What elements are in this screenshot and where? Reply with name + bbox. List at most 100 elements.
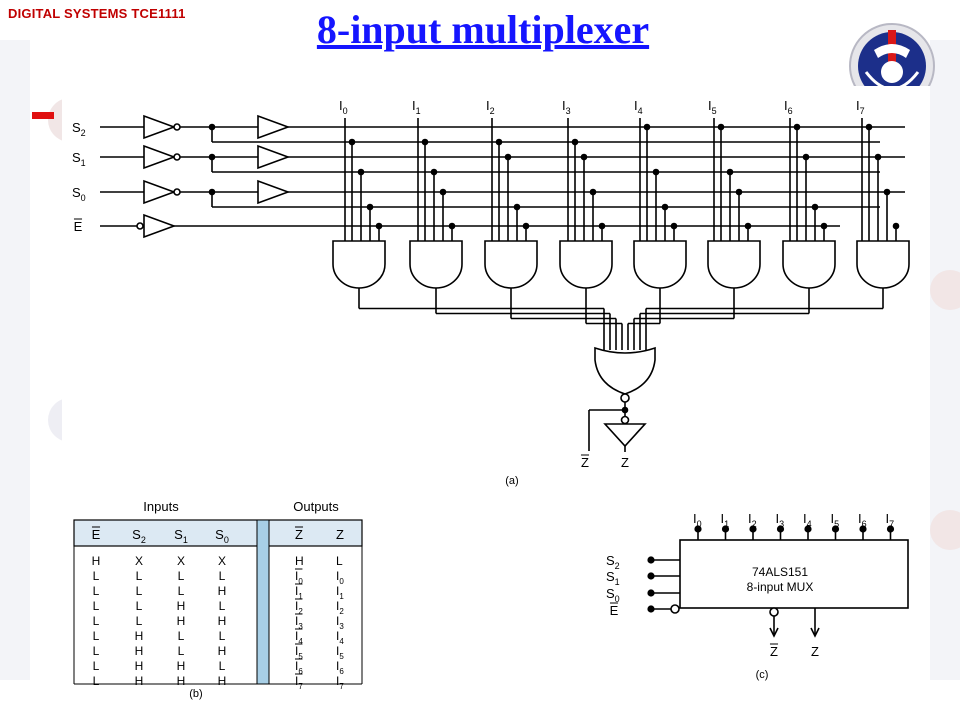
table-cell: X	[218, 554, 226, 568]
junction-dot	[208, 153, 216, 161]
chip-zbar-label: Z	[770, 644, 778, 659]
table-cell: I2	[295, 599, 303, 616]
table-cell: I6	[295, 659, 303, 676]
arrow-down-icon	[810, 627, 820, 638]
select-inverter-bubble	[173, 153, 181, 161]
select-buffer	[257, 144, 291, 170]
decorative-red-dash	[32, 112, 54, 119]
junction-dot	[621, 406, 629, 414]
table-cell: H	[135, 629, 144, 643]
circuit-caption: (a)	[505, 475, 518, 487]
chip-pin-dot	[776, 525, 785, 533]
table-cell: X	[135, 554, 143, 568]
chip-input-label: I7	[886, 511, 895, 529]
chip-caption: (c)	[756, 669, 769, 681]
junction-dot	[448, 222, 456, 230]
table-cell: I1	[295, 584, 303, 601]
junction-dot	[421, 138, 429, 146]
chip-pin-dot	[647, 605, 655, 613]
junction-dot	[598, 222, 606, 230]
output-inverter	[603, 423, 647, 448]
and-gate	[332, 240, 386, 289]
table-cell: L	[93, 614, 100, 628]
chip-body	[679, 539, 909, 609]
junction-dot	[661, 203, 669, 211]
table-cell: L	[219, 599, 226, 613]
chip-pin-dot	[886, 525, 895, 533]
chip-input-label: I0	[693, 511, 702, 529]
chip-pin-dot	[647, 572, 655, 580]
table-cell: L	[93, 659, 100, 673]
table-cell: H	[92, 554, 101, 568]
select-input-label: S2	[72, 120, 86, 138]
select-inverter	[143, 144, 177, 170]
junction-dot	[643, 123, 651, 131]
table-cell: I5	[295, 644, 303, 661]
enable-buffer	[143, 213, 177, 239]
table-cell: H	[177, 674, 186, 688]
table-cell: H	[177, 614, 186, 628]
chip-pin-dot	[647, 556, 655, 564]
data-input-label: I1	[412, 98, 421, 116]
chip-part-number: 74ALS151	[752, 565, 808, 579]
junction-dot	[874, 153, 882, 161]
junction-dot	[883, 188, 891, 196]
output-inverter-bubble	[620, 415, 630, 425]
chip-pin-dot	[647, 589, 655, 597]
table-cell: L	[136, 614, 143, 628]
and-gate	[484, 240, 538, 289]
junction-dot	[439, 188, 447, 196]
chip-input-label: I4	[803, 511, 812, 529]
data-input-label: I7	[856, 98, 865, 116]
chip-pin-dot	[694, 525, 702, 533]
junction-dot	[580, 153, 588, 161]
chip-enable-label: E	[610, 603, 619, 618]
chip-input-label: I2	[748, 511, 757, 529]
table-row: L L H H I3 I3	[93, 613, 344, 631]
table-cell: I7	[336, 674, 344, 691]
table-cell: I3	[295, 614, 303, 631]
table-cell: H	[218, 614, 227, 628]
chip-enable-bubble	[670, 604, 680, 614]
select-inverter-bubble	[173, 123, 181, 131]
junction-dot	[652, 168, 660, 176]
junction-dot	[744, 222, 752, 230]
junction-dot	[430, 168, 438, 176]
table-cell: L	[219, 629, 226, 643]
table-cell: L	[178, 584, 185, 598]
nor-output-bubble	[620, 393, 630, 403]
table-cell: L	[219, 659, 226, 673]
chip-pin-dot	[804, 525, 812, 533]
data-input-label: I4	[634, 98, 643, 116]
table-cell: L	[336, 554, 343, 568]
select-inverter-bubble	[173, 188, 181, 196]
table-divider	[256, 519, 270, 685]
chip-pin-dot	[749, 525, 757, 533]
enable-inversion-bubble	[136, 222, 144, 230]
table-cell: I3	[336, 614, 344, 631]
junction-dot	[571, 138, 579, 146]
table-cell: L	[136, 599, 143, 613]
junction-dot	[366, 203, 374, 211]
truth-table-caption: (b)	[189, 688, 202, 700]
junction-dot	[892, 222, 900, 230]
junction-dot	[208, 123, 216, 131]
and-gate	[633, 240, 687, 289]
nor-gate	[594, 346, 656, 395]
junction-dot	[348, 138, 356, 146]
table-cell: I0	[295, 569, 303, 586]
table-cell: I4	[295, 629, 303, 646]
chip-input-label: I5	[831, 511, 840, 529]
table-header-row	[73, 519, 363, 547]
junction-dot	[802, 153, 810, 161]
junction-dot	[375, 222, 383, 230]
output-z-label: Z	[621, 455, 629, 470]
and-gate	[782, 240, 836, 289]
table-cell: I2	[336, 599, 344, 616]
data-input-label: I0	[339, 98, 348, 116]
table-cell: L	[178, 644, 185, 658]
